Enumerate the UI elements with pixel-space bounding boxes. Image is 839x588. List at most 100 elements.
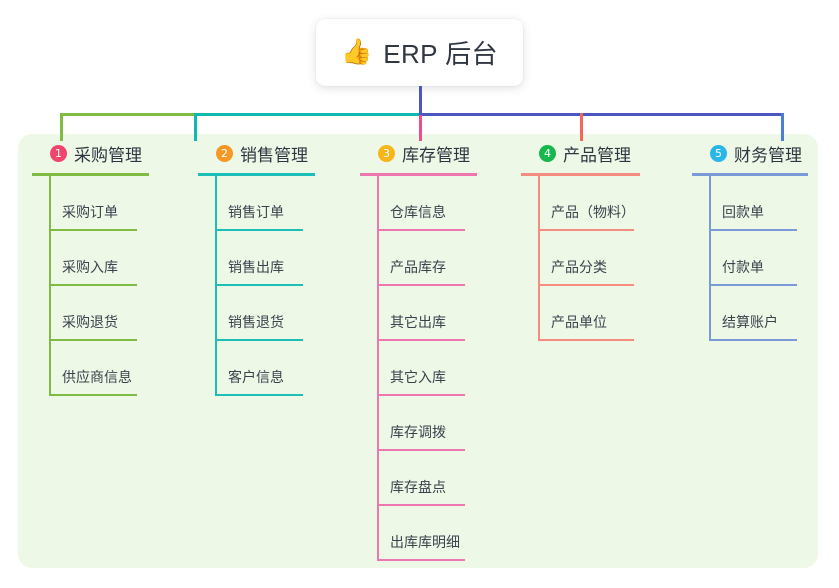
drop-finance — [781, 113, 784, 141]
leaf-list-product: 产品（物料） 产品分类产品单位 — [521, 176, 676, 341]
leaf-rule — [215, 284, 303, 286]
list-item[interactable]: 客户信息 — [198, 341, 348, 396]
leaf-label: 其它出库 — [390, 314, 446, 330]
leaf-label: 客户信息 — [228, 369, 284, 385]
column-spine-product — [538, 176, 540, 341]
column-spine-purchasing — [49, 176, 51, 396]
list-item[interactable]: 采购退货 — [32, 286, 182, 341]
leaf-list-inventory: 仓库信息产品库存其它出库其它入库库存调拨库存盘点出库库明细 — [360, 176, 510, 561]
leaf-label: 仓库信息 — [390, 204, 446, 220]
column-rule-purchasing — [32, 173, 149, 176]
leaf-rule — [49, 339, 137, 341]
root-node-erp-backend[interactable]: 👍 ERP 后台 — [316, 19, 523, 86]
leaf-rule — [709, 339, 797, 341]
thumbs-up-icon: 👍 — [341, 38, 373, 66]
column-spine-finance — [709, 176, 711, 341]
leaf-rule — [377, 394, 465, 396]
column-rule-finance — [692, 173, 808, 176]
leaf-label: 采购退货 — [62, 314, 118, 330]
leaf-label: 付款单 — [722, 259, 764, 275]
leaf-label: 采购订单 — [62, 204, 118, 220]
list-item[interactable]: 产品（物料） — [521, 176, 676, 231]
leaf-rule — [377, 449, 465, 451]
drop-sales — [194, 113, 197, 141]
column-badge-sales: 2 — [216, 145, 233, 162]
leaf-rule — [215, 229, 303, 231]
column-badge-finance: 5 — [710, 145, 727, 162]
list-item[interactable]: 产品库存 — [360, 231, 510, 286]
column-rule-sales — [198, 173, 315, 176]
leaf-label: 产品（物料） — [551, 204, 635, 220]
list-item[interactable]: 产品分类 — [521, 231, 676, 286]
list-item[interactable]: 销售退货 — [198, 286, 348, 341]
column-title-inventory: 库存管理 — [402, 146, 470, 165]
list-item[interactable]: 供应商信息 — [32, 341, 182, 396]
leaf-rule — [49, 229, 137, 231]
column-rule-product — [521, 173, 640, 176]
trunk-segment-teal — [194, 113, 420, 116]
leaf-label: 产品单位 — [551, 314, 607, 330]
leaf-rule — [538, 284, 634, 286]
list-item[interactable]: 出库库明细 — [360, 506, 510, 561]
list-item[interactable]: 其它出库 — [360, 286, 510, 341]
list-item[interactable]: 产品单位 — [521, 286, 676, 341]
leaf-label: 采购入库 — [62, 259, 118, 275]
leaf-rule — [709, 284, 797, 286]
list-item[interactable]: 库存盘点 — [360, 451, 510, 506]
leaf-label: 销售订单 — [228, 204, 284, 220]
leaf-list-finance: 回款单付款单结算账户 — [692, 176, 832, 341]
leaf-label: 库存调拨 — [390, 424, 446, 440]
list-item[interactable]: 其它入库 — [360, 341, 510, 396]
leaf-rule — [377, 229, 465, 231]
leaf-rule — [49, 394, 137, 396]
list-item[interactable]: 付款单 — [692, 231, 832, 286]
leaf-rule — [538, 229, 634, 231]
leaf-label: 其它入库 — [390, 369, 446, 385]
leaf-label: 库存盘点 — [390, 479, 446, 495]
column-header-sales[interactable]: 2 销售管理 — [198, 141, 348, 166]
root-stem-connector — [419, 86, 422, 115]
leaf-label: 出库库明细 — [390, 534, 460, 550]
drop-product — [580, 113, 583, 141]
column-spine-inventory — [377, 176, 379, 561]
diagram-panel — [18, 134, 818, 568]
root-node-title: ERP 后台 — [383, 39, 498, 69]
list-item[interactable]: 销售订单 — [198, 176, 348, 231]
list-item[interactable]: 采购订单 — [32, 176, 182, 231]
drop-inventory — [419, 113, 422, 141]
leaf-rule — [538, 339, 634, 341]
leaf-list-purchasing: 采购订单采购入库采购退货供应商信息 — [32, 176, 182, 396]
leaf-label: 结算账户 — [722, 314, 778, 330]
leaf-rule — [377, 339, 465, 341]
leaf-rule — [377, 559, 465, 561]
leaf-rule — [709, 229, 797, 231]
list-item[interactable]: 回款单 — [692, 176, 832, 231]
leaf-rule — [215, 339, 303, 341]
leaf-rule — [377, 504, 465, 506]
leaf-label: 产品分类 — [551, 259, 607, 275]
column-title-finance: 财务管理 — [734, 146, 802, 165]
column-title-sales: 销售管理 — [240, 146, 308, 165]
list-item[interactable]: 销售出库 — [198, 231, 348, 286]
column-finance: 5 财务管理回款单付款单结算账户 — [692, 141, 832, 341]
leaf-rule — [215, 394, 303, 396]
leaf-label: 销售退货 — [228, 314, 284, 330]
leaf-list-sales: 销售订单销售出库销售退货客户信息 — [198, 176, 348, 396]
column-rule-inventory — [360, 173, 477, 176]
leaf-label: 产品库存 — [390, 259, 446, 275]
column-badge-inventory: 3 — [378, 145, 395, 162]
leaf-rule — [49, 284, 137, 286]
column-inventory: 3 库存管理仓库信息产品库存其它出库其它入库库存调拨库存盘点出库库明细 — [360, 141, 510, 561]
column-header-inventory[interactable]: 3 库存管理 — [360, 141, 510, 166]
list-item[interactable]: 仓库信息 — [360, 176, 510, 231]
list-item[interactable]: 库存调拨 — [360, 396, 510, 451]
list-item[interactable]: 采购入库 — [32, 231, 182, 286]
column-badge-product: 4 — [539, 145, 556, 162]
column-header-finance[interactable]: 5 财务管理 — [692, 141, 832, 166]
leaf-rule — [377, 284, 465, 286]
list-item[interactable]: 结算账户 — [692, 286, 832, 341]
leaf-label: 供应商信息 — [62, 369, 132, 385]
